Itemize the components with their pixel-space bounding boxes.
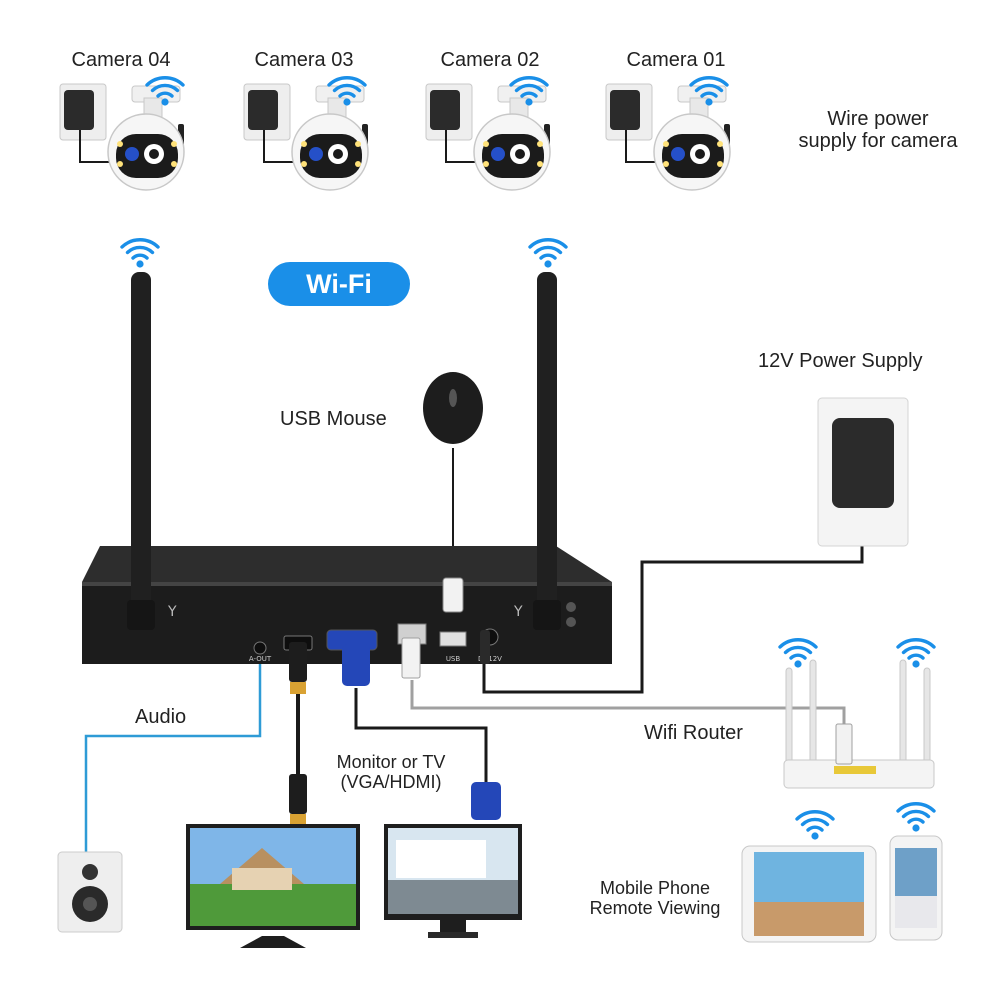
vga-cable	[354, 688, 488, 782]
audio-label: Audio	[135, 706, 187, 728]
hdmi-plug-top-icon	[289, 642, 307, 694]
usb-mouse-label: USB Mouse	[280, 408, 387, 430]
wire-power-label-line-2: supply for camera	[798, 130, 958, 152]
power-adapter-icon	[832, 418, 894, 508]
antenna-left	[131, 272, 151, 628]
vga-plug-bottom-icon	[471, 782, 501, 820]
wifi-icon-left	[120, 238, 160, 270]
power-supply-label: 12V Power Supply	[758, 350, 923, 372]
hdmi-plug-bottom-icon	[289, 774, 307, 826]
camera-02: Camera 02	[425, 49, 551, 191]
connectors	[289, 577, 490, 694]
antenna-left-symbol: Y	[167, 604, 177, 620]
phone-wifi-icon	[896, 802, 936, 834]
dc-port-label: DC12V	[478, 655, 502, 663]
wifi-router	[783, 659, 935, 789]
antenna-right	[537, 272, 557, 628]
router-lan-plug-icon	[835, 723, 853, 765]
wifi-icon-right	[528, 238, 568, 270]
audio-cable	[84, 660, 262, 852]
router-label: Wifi Router	[644, 722, 743, 744]
camera-04: Camera 04	[59, 49, 185, 191]
lan-plug-icon	[401, 637, 421, 679]
mobile-label-line-2: Remote Viewing	[589, 898, 721, 918]
usb-plug-icon	[442, 577, 464, 613]
network-cable	[410, 680, 846, 730]
wire-power-label-line-1: Wire power	[827, 108, 929, 130]
usb-port-label: USB	[446, 655, 461, 663]
camera-03: Camera 03	[243, 49, 369, 191]
monitor-label-line-1: Monitor or TV	[336, 752, 446, 772]
mobile-label-line-1: Mobile Phone	[599, 878, 711, 898]
tablet-wifi-icon	[795, 810, 835, 842]
monitor-label: Monitor or TV (VGA/HDMI)	[316, 752, 466, 792]
camera-04-label: Camera 04	[72, 49, 171, 71]
mobile-devices	[741, 835, 943, 943]
audio-out-label: A-OUT	[249, 655, 272, 663]
antenna-right-symbol: Y	[513, 604, 523, 620]
ground-icon	[566, 617, 576, 627]
power-supply	[817, 397, 909, 547]
monitor-label-line-2: (VGA/HDMI)	[340, 772, 442, 792]
camera-01-label: Camera 01	[627, 49, 726, 71]
mouse-icon	[423, 372, 483, 444]
vga-plug-top-icon	[342, 644, 370, 686]
power-cable	[482, 540, 864, 694]
camera-02-label: Camera 02	[441, 49, 540, 71]
wifi-badge: Wi-Fi	[268, 262, 410, 306]
monitor-vga	[384, 824, 522, 938]
reset-icon	[566, 602, 576, 612]
usb-mouse	[423, 372, 483, 444]
dc-plug-icon	[480, 630, 490, 664]
wire-power-label: Wire power supply for camera	[776, 108, 980, 152]
usb-port	[439, 631, 467, 647]
cables	[84, 448, 864, 852]
speaker	[57, 851, 123, 933]
audio-out-port	[253, 641, 267, 655]
mobile-label: Mobile Phone Remote Viewing	[572, 878, 738, 918]
camera-01: Camera 01	[605, 49, 731, 191]
camera-03-label: Camera 03	[255, 49, 354, 71]
monitor-hdmi	[186, 824, 360, 948]
nvr-recorder: Y Y A-OUT USB DC12V	[82, 272, 612, 664]
